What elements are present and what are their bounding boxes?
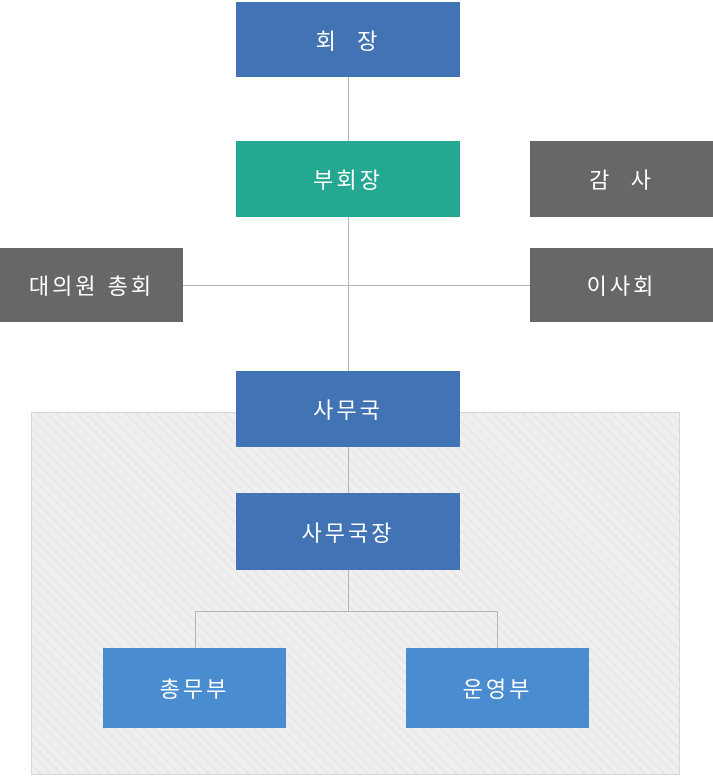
org-node-general-affairs-dept-label: 총무부	[159, 677, 230, 702]
org-node-vice-chairman-label: 부회장	[313, 168, 383, 193]
org-node-chairman-label: 회 장	[315, 28, 381, 54]
org-node-secretariat-label: 사무국	[313, 398, 383, 423]
org-node-vice-chairman: 부회장	[236, 141, 460, 217]
connector-fork-general-affairs	[195, 612, 196, 648]
org-node-operations-dept: 운영부	[406, 648, 589, 728]
org-node-auditor: 감 사	[530, 141, 713, 217]
connector-chairman-vice	[348, 77, 349, 142]
connector-secretariat-secgen	[348, 447, 349, 493]
org-node-delegates-assembly-label: 대의원 총회	[28, 274, 155, 299]
connector-fork-operations	[497, 612, 498, 648]
org-node-chairman: 회 장	[236, 2, 460, 77]
org-node-secretary-general-label: 사무국장	[301, 520, 395, 546]
org-node-auditor-label: 감 사	[589, 168, 654, 193]
org-node-general-affairs-dept: 총무부	[103, 648, 286, 728]
connector-fork-horizontal	[195, 611, 498, 612]
connector-vice-secretariat	[348, 217, 349, 371]
org-node-board-of-directors: 이사회	[530, 248, 713, 322]
connector-secgen-down	[348, 570, 349, 612]
org-node-secretariat: 사무국	[236, 371, 460, 447]
org-node-delegates-assembly: 대의원 총회	[0, 248, 183, 322]
org-node-secretary-general: 사무국장	[236, 493, 460, 570]
connector-delegates-board	[183, 285, 530, 286]
org-node-board-of-directors-label: 이사회	[586, 274, 657, 299]
org-node-operations-dept-label: 운영부	[462, 677, 533, 702]
